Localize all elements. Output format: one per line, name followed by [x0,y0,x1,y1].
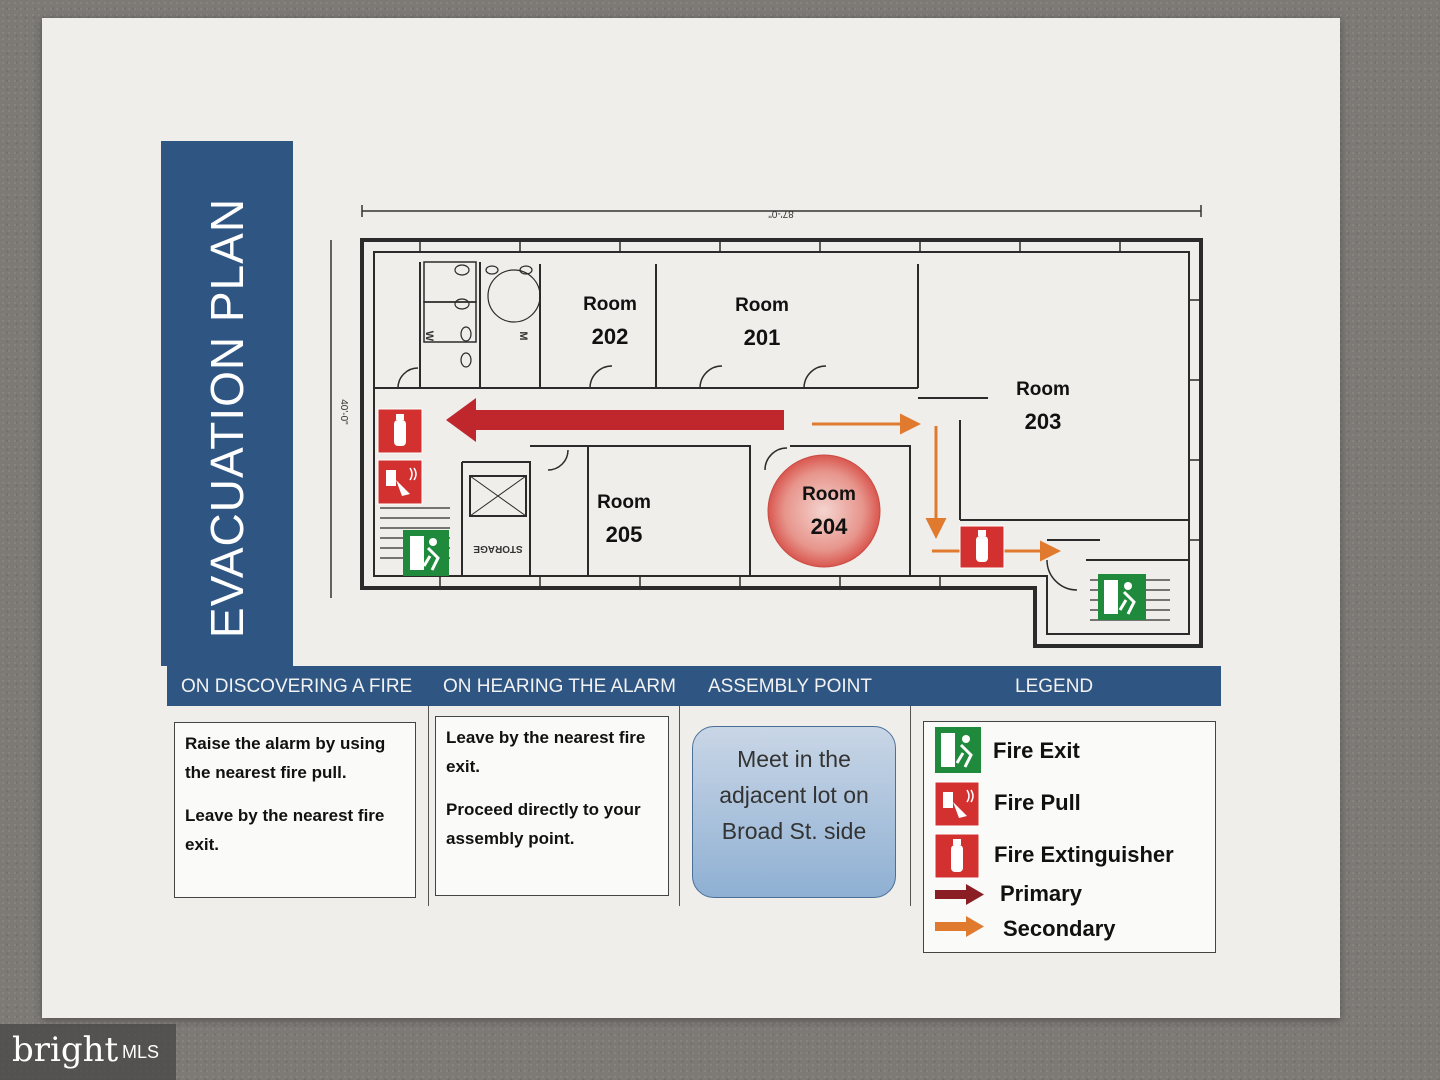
room-number: 203 [1024,409,1062,434]
title-bar [161,141,293,666]
section-hearing-heading: ON HEARING THE ALARM [443,676,676,697]
legend-primary: Primary [1000,881,1082,906]
column-divider [679,706,680,906]
legend-fire-extinguisher: Fire Extinguisher [994,842,1174,867]
room-203-label: Room 203 [1016,379,1070,435]
room-word: Room [735,295,789,316]
room-number: 205 [605,522,643,547]
fire-exit-icon [1098,574,1146,620]
dimension-side-label: 40'-0" [338,399,349,425]
fire-exit-icon [935,727,981,773]
fire-pull-icon [377,459,423,505]
discovering-step-2: Leave by the nearest fire exit. [185,806,385,854]
room-word: Room [583,294,637,315]
room-202-label: Room 202 [583,294,637,350]
assembly-line-2: adjacent lot on [719,782,869,808]
assembly-line-1: Meet in the [737,746,851,772]
room-number: 202 [591,324,629,349]
primary-route-arrow [446,398,784,442]
restroom-men-label: M [517,331,529,340]
assembly-point-box: Meet in the adjacent lot on Broad St. si… [692,726,896,898]
room-205-label: Room 205 [597,492,651,548]
hearing-step-1: Leave by the nearest fire exit. [446,728,646,776]
bright-mls-watermark: bright MLS [0,1024,176,1080]
column-divider [910,706,911,906]
room-word: Room [597,492,651,513]
fire-pull-icon [934,781,980,827]
assembly-line-3: Broad St. side [721,818,867,844]
room-word: Room [1016,379,1070,400]
room-201-label: Room 201 [735,295,789,351]
legend-fire-exit: Fire Exit [993,738,1080,763]
column-divider [428,706,429,906]
room-number: 201 [743,325,781,350]
secondary-arrow-icon [935,916,984,937]
watermark-brand: bright [12,1030,119,1070]
primary-arrow-icon [935,884,984,905]
section-assembly-heading: ASSEMBLY POINT [708,676,873,697]
dimension-line-top [361,205,1202,217]
discovering-instructions: Raise the alarm by using the nearest fir… [174,722,416,898]
hearing-step-2: Proceed directly to your assembly point. [446,800,641,848]
watermark-suffix: MLS [122,1042,160,1062]
room-204-highlight [767,454,881,568]
room-204-label: Room 204 [802,484,856,540]
legend-secondary: Secondary [1003,916,1116,941]
room-word: Room [802,484,856,505]
fire-extinguisher-icon [377,408,423,454]
dimension-top-label: 87'-0" [768,208,794,219]
room-number: 204 [810,514,848,539]
legend-fire-pull: Fire Pull [994,790,1081,815]
storage-label: STORAGE [473,543,523,554]
section-legend-heading: LEGEND [1015,676,1094,697]
hearing-instructions: Leave by the nearest fire exit. Proceed … [435,716,669,896]
fire-exit-icon [403,530,449,576]
discovering-step-1: Raise the alarm by using the nearest fir… [185,734,386,782]
fire-extinguisher-icon [959,525,1005,569]
fire-extinguisher-icon [934,833,980,879]
section-header-bar: ON DISCOVERING A FIRE ON HEARING THE ALA… [167,666,1221,706]
section-discovering-heading: ON DISCOVERING A FIRE [181,676,413,697]
restroom-women-label: W [423,331,435,342]
